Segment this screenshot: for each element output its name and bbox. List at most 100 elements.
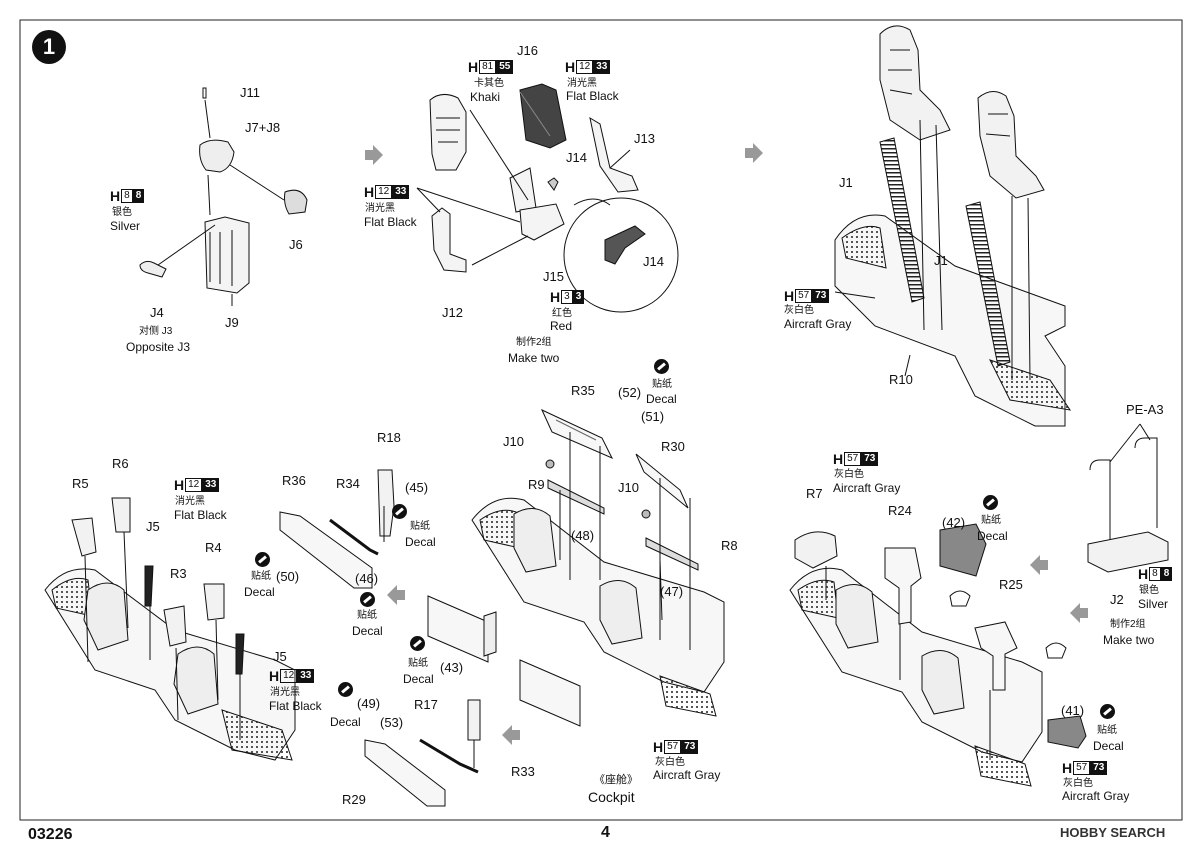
- decal-2-en: Decal: [405, 535, 436, 549]
- part-label-45: (45): [405, 480, 429, 495]
- part-label-r35: R35: [571, 383, 595, 398]
- decal-icon: [983, 495, 998, 510]
- paint-gray-1-cn: 灰白色: [784, 305, 814, 316]
- part-label-41: (41): [1061, 703, 1085, 718]
- part-label-42: (42): [942, 515, 966, 530]
- tub-center-group: [471, 408, 725, 717]
- paint-khaki-en: Khaki: [470, 90, 501, 104]
- paint-flatblack-3-en: Flat Black: [174, 508, 227, 522]
- paint-red-cn: 红色: [552, 308, 572, 319]
- part-label-j2: J2: [1110, 592, 1124, 607]
- part-label-r18: R18: [377, 430, 401, 445]
- part-label-r6: R6: [112, 456, 129, 471]
- tub-left-group: [44, 497, 296, 761]
- part-label-r4: R4: [205, 540, 222, 555]
- step-number-badge: 1: [32, 30, 66, 64]
- part-label-j1-right: J1: [934, 253, 948, 268]
- part-label-50: (50): [276, 569, 300, 584]
- part-label-j4: J4: [150, 305, 164, 320]
- decal-8-en: Decal: [1093, 739, 1124, 753]
- part-label-r25: R25: [999, 577, 1023, 592]
- pe-a3-group: [1087, 423, 1169, 573]
- paint-silver-1-cn: 银色: [112, 207, 132, 218]
- part-label-j1-left: J1: [839, 175, 853, 190]
- decal-icon: [255, 552, 270, 567]
- decal-5-cn: 贴纸: [408, 658, 428, 669]
- paint-red-en: Red: [550, 319, 573, 333]
- page-border: [19, 19, 1183, 821]
- console-panels-group: [279, 469, 581, 807]
- part-label-j9: J9: [225, 315, 239, 330]
- part-label-r9: R9: [528, 477, 545, 492]
- paint-gray-4-cn: 灰白色: [1063, 778, 1093, 789]
- part-label-43: (43): [440, 660, 464, 675]
- paint-flatblack-2-en: Flat Black: [364, 215, 417, 229]
- decal-1-en: Decal: [646, 392, 677, 406]
- part-label-j10-upper: J10: [503, 434, 524, 449]
- part-label-pe-a3: PE-A3: [1126, 402, 1164, 417]
- decal-icon: [338, 682, 353, 697]
- part-label-j12: J12: [442, 305, 463, 320]
- make-two-2-note-cn: 制作2组: [1110, 619, 1146, 630]
- paint-flatblack-1-cn: 消光黑: [567, 78, 597, 89]
- decal-icon: [654, 359, 669, 374]
- part-label-r30: R30: [661, 439, 685, 454]
- watermark: HOBBY SEARCH: [1060, 825, 1166, 840]
- part-label-r8: R8: [721, 538, 738, 553]
- opposite-note-cn: 对侧 J3: [139, 326, 173, 337]
- paint-gray-3-cn: 灰白色: [834, 469, 864, 480]
- part-label-r7: R7: [806, 486, 823, 501]
- decal-7-cn: 贴纸: [981, 515, 1001, 526]
- part-label-47: (47): [660, 584, 684, 599]
- part-label-51: (51): [641, 409, 665, 424]
- decal-4-en: Decal: [352, 624, 383, 638]
- part-label-r36: R36: [282, 473, 306, 488]
- paint-gray-4-en: Aircraft Gray: [1062, 789, 1130, 803]
- part-label-49: (49): [357, 696, 381, 711]
- paint-silver-2-en: Silver: [1138, 597, 1169, 611]
- part-label-r17: R17: [414, 697, 438, 712]
- part-label-r33: R33: [511, 764, 535, 779]
- decal-icon: [360, 592, 375, 607]
- decal-2-cn: 贴纸: [410, 521, 430, 532]
- seat-mechanism-group: [139, 87, 308, 306]
- paint-flatblack-4-en: Flat Black: [269, 699, 322, 713]
- decal-4-cn: 贴纸: [357, 610, 377, 621]
- make-two-note-cn: 制作2组: [516, 337, 552, 348]
- part-label-48: (48): [571, 528, 595, 543]
- part-label-j5-upper: J5: [146, 519, 160, 534]
- decal-6-en: Decal: [330, 715, 361, 729]
- part-label-46: (46): [355, 571, 379, 586]
- paint-silver-2-cn: 银色: [1139, 585, 1159, 596]
- paint-flatblack-1-en: Flat Black: [566, 89, 619, 103]
- paint-flatblack-4-cn: 消光黑: [270, 687, 300, 698]
- part-label-j14-detail: J14: [643, 254, 664, 269]
- part-label-r34: R34: [336, 476, 360, 491]
- decal-3-cn: 贴纸: [251, 571, 271, 582]
- decal-icon: [392, 504, 407, 519]
- kit-code: 03226: [28, 826, 73, 843]
- part-label-j16: J16: [517, 43, 538, 58]
- opposite-note-en: Opposite J3: [126, 340, 191, 354]
- decal-icon: [1100, 704, 1115, 719]
- part-label-53: (53): [380, 715, 404, 730]
- part-label-r10: R10: [889, 372, 913, 387]
- paint-flatblack-3-cn: 消光黑: [175, 496, 205, 507]
- part-label-j11: J11: [240, 85, 260, 100]
- paint-gray-1-en: Aircraft Gray: [784, 317, 852, 331]
- make-two-2-note-en: Make two: [1103, 633, 1155, 647]
- flow-arrows: [365, 143, 1088, 745]
- make-two-note-en: Make two: [508, 351, 560, 365]
